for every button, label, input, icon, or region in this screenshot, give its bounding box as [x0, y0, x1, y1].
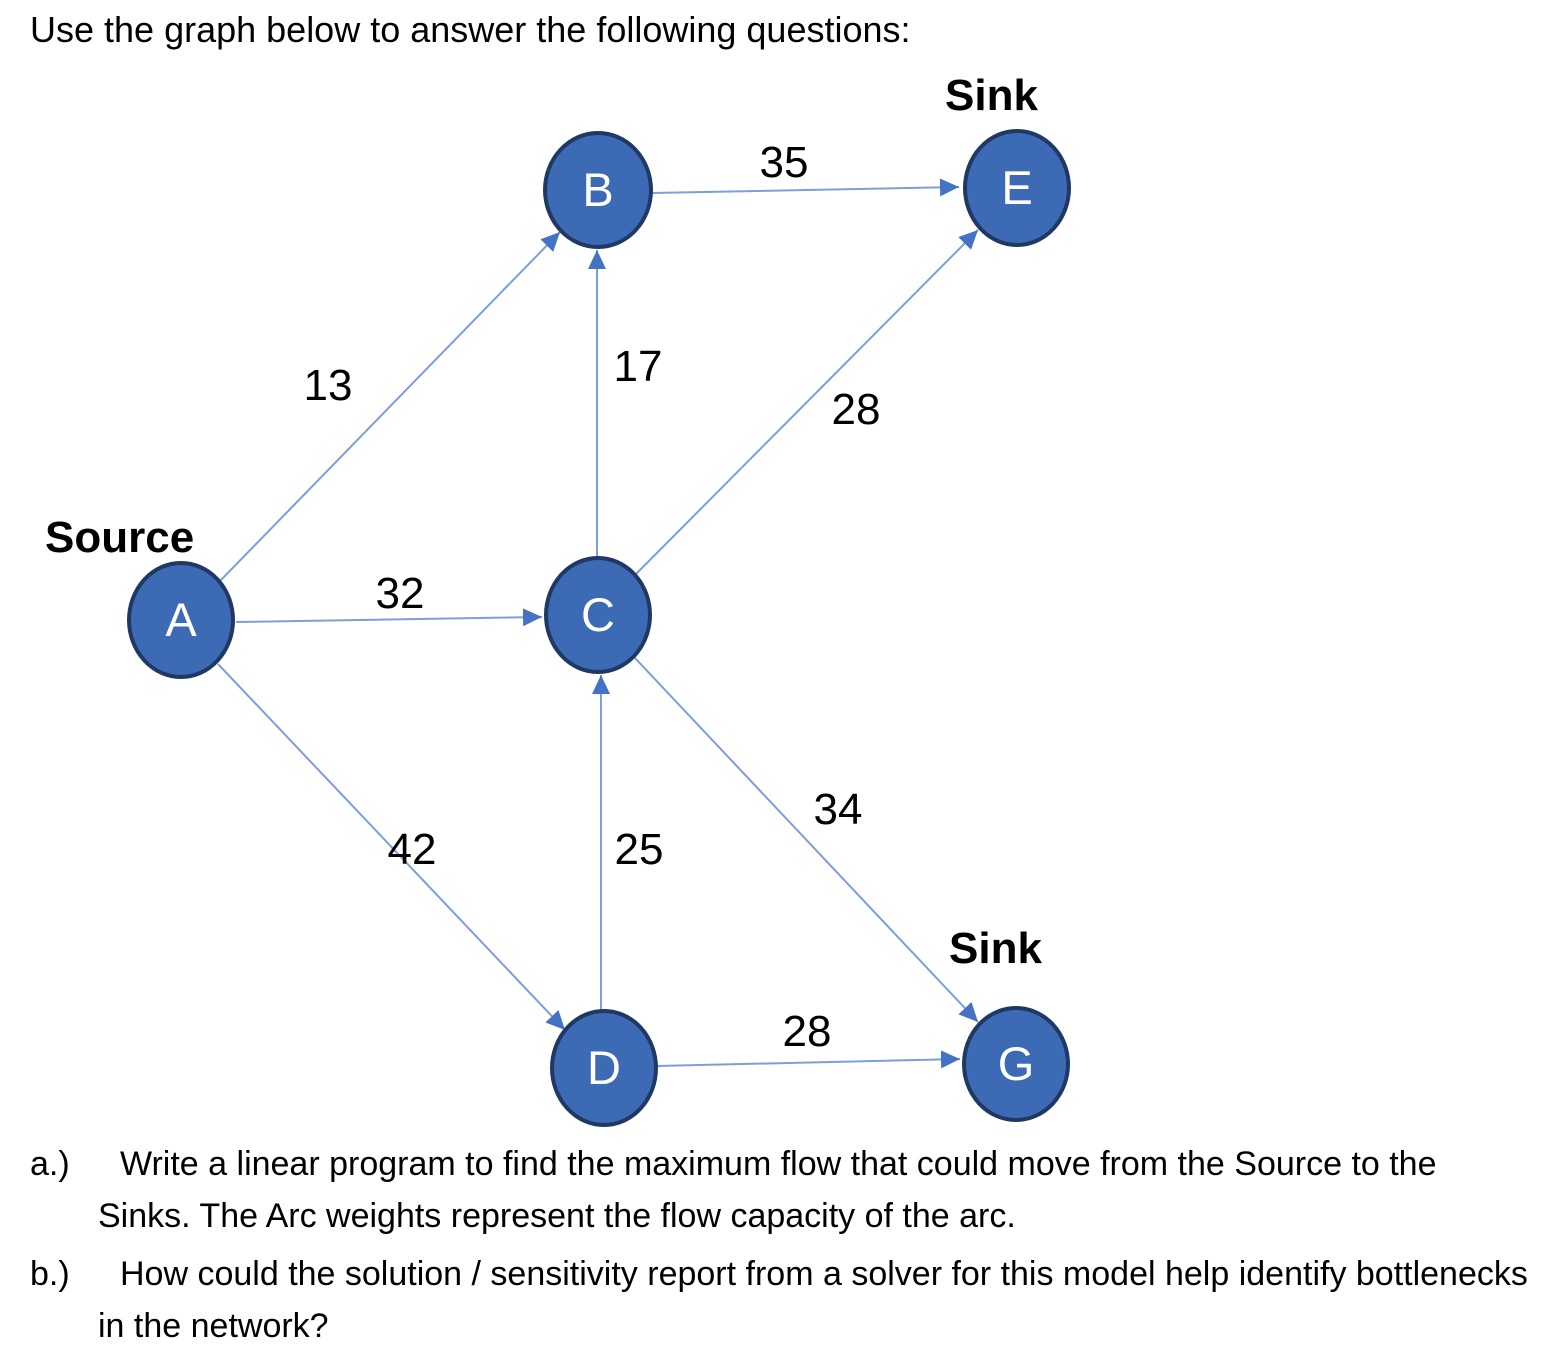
capacity-label-C-B: 17: [614, 342, 663, 391]
edge-A-C: [235, 608, 543, 627]
node-E: [963, 129, 1071, 247]
sink-label-2: Sink: [949, 924, 1042, 973]
question-a: a.) Write a linear program to find the m…: [30, 1138, 1530, 1242]
edge-C-G: [633, 656, 979, 1023]
question-b-marker: b.): [30, 1255, 70, 1293]
node-label-E: E: [1001, 161, 1032, 214]
edge-D-G: [656, 1050, 961, 1069]
capacity-label-D-C: 25: [615, 825, 664, 874]
node-label-G: G: [998, 1037, 1035, 1090]
capacity-label-D-G: 28: [783, 1007, 832, 1056]
node-D: [550, 1009, 658, 1127]
capacity-label-A-C: 32: [376, 569, 425, 618]
question-b: b.) How could the solution / sensitivity…: [30, 1248, 1530, 1352]
node-C: [544, 556, 652, 674]
edge-A-D: [217, 663, 566, 1031]
questions-list: a.) Write a linear program to find the m…: [30, 1138, 1530, 1352]
edges-layer: [217, 178, 979, 1069]
node-label-C: C: [581, 588, 615, 641]
node-label-A: A: [165, 593, 197, 646]
nodes-layer: A B C D E G: [127, 129, 1071, 1127]
question-a-marker: a.): [30, 1145, 70, 1183]
capacity-label-C-E: 28: [832, 385, 881, 434]
node-G: [962, 1006, 1070, 1122]
sink-label-1: Sink: [945, 71, 1038, 120]
capacity-label-A-B: 13: [304, 361, 353, 410]
capacity-label-A-D: 42: [388, 825, 437, 874]
edge-B-E: [651, 178, 960, 197]
question-a-text: Write a linear program to find the maxim…: [98, 1145, 1437, 1235]
edge-A-B: [219, 231, 561, 582]
question-b-text: How could the solution / sensitivity rep…: [98, 1255, 1528, 1345]
capacity-label-C-G: 34: [814, 785, 863, 834]
page-title: Use the graph below to answer the follow…: [30, 9, 911, 50]
capacity-label-B-E: 35: [760, 138, 809, 187]
node-A: [127, 561, 235, 679]
source-label-0: Source: [45, 513, 194, 562]
node-label-D: D: [587, 1041, 621, 1094]
edge-C-E: [635, 229, 979, 575]
node-label-B: B: [582, 163, 613, 216]
node-B: [543, 131, 653, 249]
